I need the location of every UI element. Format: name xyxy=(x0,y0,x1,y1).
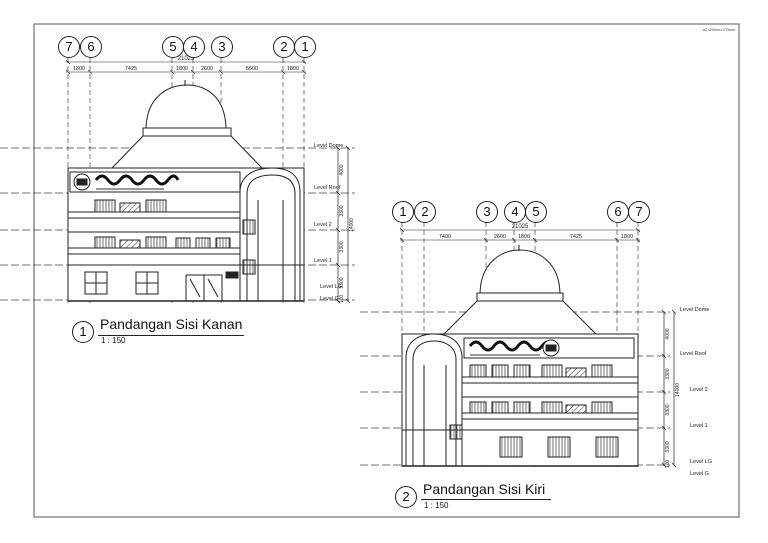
dimension-chain-view-1 xyxy=(65,59,307,75)
dimension-label: 1800 xyxy=(621,234,633,240)
grid-bubble: 6 xyxy=(80,36,102,58)
dimension-label: 21025 xyxy=(512,224,529,230)
dimension-label: 3300 xyxy=(665,368,671,379)
grid-bubble: 2 xyxy=(273,36,295,58)
dimension-label: 100 xyxy=(339,295,345,304)
view-scale: 1 : 150 xyxy=(424,501,449,510)
dimension-label: 100 xyxy=(665,460,671,469)
dimension-label: 3300 xyxy=(339,241,345,252)
elevation-right-side xyxy=(0,58,355,305)
dimension-label: 1800 xyxy=(287,66,299,72)
dimension-label: Level LG xyxy=(690,459,712,465)
dimension-label: 4000 xyxy=(665,328,671,339)
dimension-label: 3300 xyxy=(339,205,345,216)
grid-bubble: 5 xyxy=(162,36,184,58)
grid-bubble: 7 xyxy=(58,36,80,58)
dimension-label: 21025 xyxy=(178,56,195,62)
grid-bubble: 3 xyxy=(476,201,498,223)
elevation-left-side xyxy=(360,222,677,470)
dimension-label: 5600 xyxy=(246,66,258,72)
dimension-label: 14000 xyxy=(675,383,681,397)
view-title-underline xyxy=(421,499,551,500)
dimension-label: 3300 xyxy=(339,277,345,288)
grid-bubble: 1 xyxy=(294,36,316,58)
grid-bubble: 3 xyxy=(211,36,233,58)
dimension-label: Level Dome xyxy=(680,307,709,313)
building-view-2 xyxy=(401,333,639,467)
grid-bubble: 7 xyxy=(628,201,650,223)
view-title: Pandangan Sisi Kiri xyxy=(423,481,546,497)
view-number-badge: 2 xyxy=(395,486,417,508)
dimension-label: 7425 xyxy=(125,66,137,72)
dimension-label: Level G xyxy=(690,471,709,477)
dimension-label: 14000 xyxy=(349,218,355,232)
dimension-label: 2600 xyxy=(494,234,506,240)
dimension-chain-view-2 xyxy=(399,227,641,243)
grid-bubble: 4 xyxy=(183,36,205,58)
dimension-label: Level 2 xyxy=(690,387,708,393)
dimension-label: Level Roof xyxy=(680,351,707,357)
dimension-label: 3300 xyxy=(665,441,671,452)
grid-bubble: 2 xyxy=(414,201,436,223)
level-markers-view-1 xyxy=(335,145,351,304)
dimension-label: Level Dome xyxy=(314,143,343,149)
sheet-border xyxy=(33,23,740,518)
level-markers-view-2 xyxy=(661,309,677,468)
view-scale: 1 : 150 xyxy=(101,336,126,345)
grid-bubble: 6 xyxy=(607,201,629,223)
dimension-label: 3300 xyxy=(665,404,671,415)
dimension-label: Level LG xyxy=(320,284,342,290)
dome-view-1 xyxy=(110,80,264,169)
grid-bubble: 4 xyxy=(504,201,526,223)
dimension-label: 2600 xyxy=(201,66,213,72)
dimension-label: 1800 xyxy=(518,234,530,240)
view-title: Pandangan Sisi Kanan xyxy=(100,316,243,332)
dimension-label: 1800 xyxy=(176,66,188,72)
dimension-label: Level 1 xyxy=(314,258,332,264)
grid-bubble: 1 xyxy=(392,201,414,223)
dimension-label: Level Roof xyxy=(314,185,341,191)
dimension-label: Level G xyxy=(320,296,339,302)
building-view-1 xyxy=(67,167,305,302)
grid-bubble: 5 xyxy=(525,201,547,223)
dimension-label: 7425 xyxy=(570,234,582,240)
dome-view-2 xyxy=(442,245,598,335)
dimension-label: 7400 xyxy=(439,234,451,240)
dimension-label: 4000 xyxy=(339,164,345,175)
dimension-label: Level 2 xyxy=(314,222,332,228)
sheet-size-note: A3 420mm x 279mm xyxy=(703,28,735,32)
dimension-label: Level 1 xyxy=(690,423,708,429)
view-number-badge: 1 xyxy=(72,321,94,343)
dimension-label: 1800 xyxy=(73,66,85,72)
view-title-underline xyxy=(98,335,244,336)
